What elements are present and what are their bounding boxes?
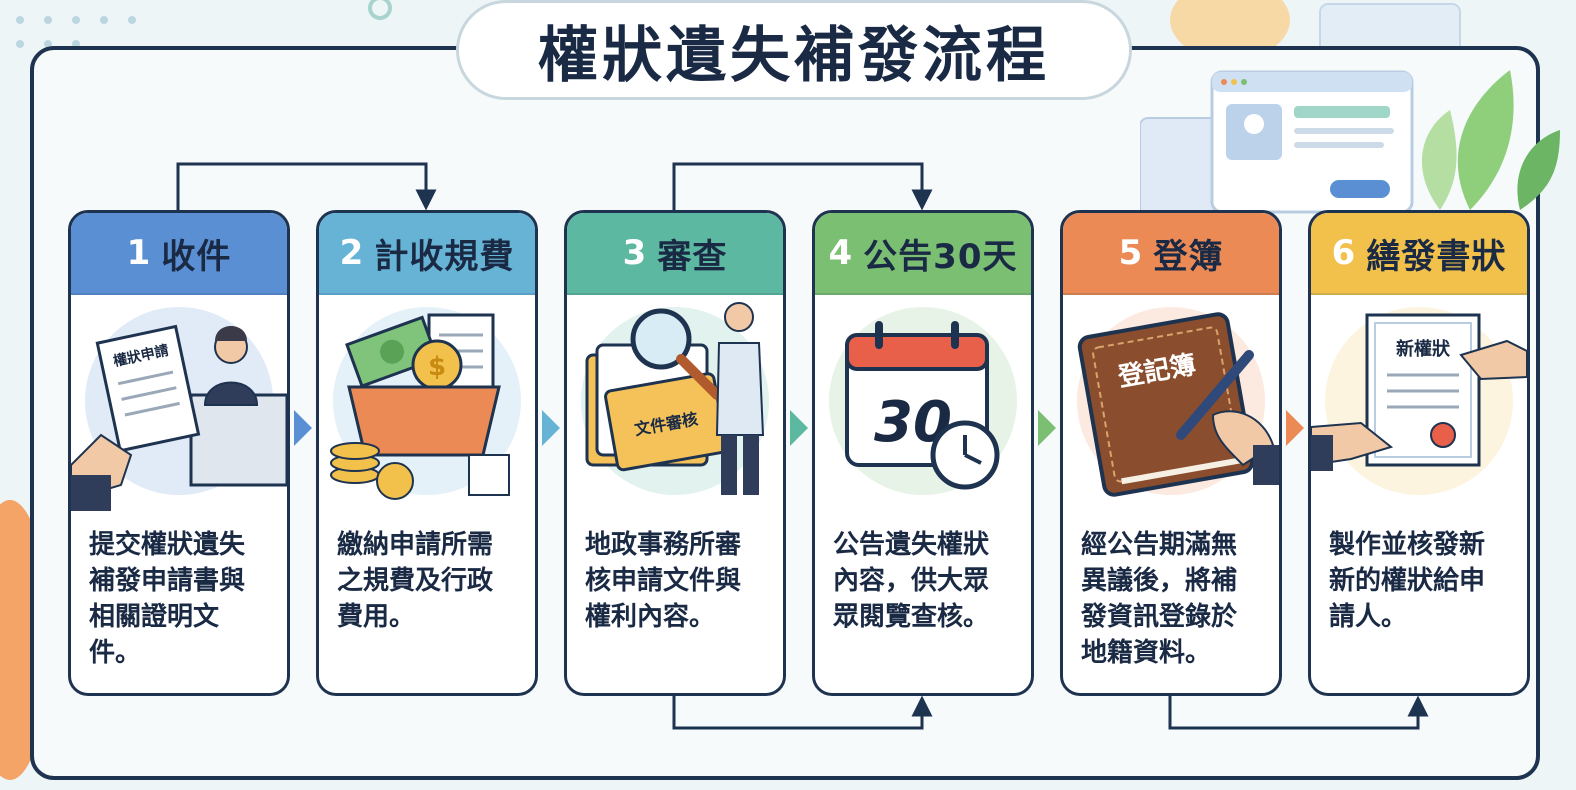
certificate-title: 新權狀 — [1396, 338, 1451, 360]
step-number: 5 — [1118, 233, 1144, 273]
step-label: 登簿 — [1153, 236, 1224, 277]
step-number: 1 — [126, 233, 152, 273]
counter-clerk-icon: 權狀申請 — [71, 307, 287, 511]
chevron-right-icon — [1286, 410, 1304, 446]
chevron-right-icon — [542, 410, 560, 446]
step-label: 計收規費 — [374, 236, 515, 277]
step-description: 提交權狀遺失 補發申請書與 相關證明文 件。 — [89, 530, 246, 668]
step-label: 公告30天 — [863, 236, 1018, 277]
chevron-right-icon — [1038, 410, 1056, 446]
step-description: 經公告期滿無 異議後，將補 發資訊登錄於 地籍資料。 — [1081, 530, 1238, 668]
step-description: 地政事務所審 核申請文件與 權利內容。 — [585, 530, 742, 632]
step-label: 審查 — [657, 236, 728, 277]
page-title: 權狀遺失補發流程 — [538, 20, 1050, 91]
step-number: 3 — [622, 233, 648, 273]
svg-text:$: $ — [428, 352, 446, 382]
money-basket-icon: $ — [330, 307, 521, 500]
magnifier-folder-icon: 文件審核 — [581, 302, 769, 495]
chevron-right-icon — [294, 410, 312, 446]
title-banner: 權狀遺失補發流程 — [456, 0, 1132, 100]
browser-window-illustration — [1140, 70, 1560, 219]
step-description: 製作並核發新 新的權狀給申 請人。 — [1329, 530, 1486, 632]
chevron-right-icon — [790, 410, 808, 446]
step-label: 繕發書狀 — [1366, 236, 1507, 277]
step-label: 收件 — [161, 236, 232, 277]
step-description: 公告遺失權狀 內容，供大眾 眾閱覽查核。 — [833, 530, 990, 632]
certificate-handover-icon: 新權狀 — [1311, 307, 1527, 495]
step-number: 4 — [828, 233, 854, 273]
calendar-clock-icon: 30 — [829, 307, 1017, 495]
register-book-icon: 登記簿 — [1077, 307, 1279, 497]
step-description: 繳納申請所需 之規費及行政 費用。 — [337, 530, 494, 632]
step-number: 6 — [1331, 233, 1357, 273]
step-number: 2 — [339, 233, 365, 273]
